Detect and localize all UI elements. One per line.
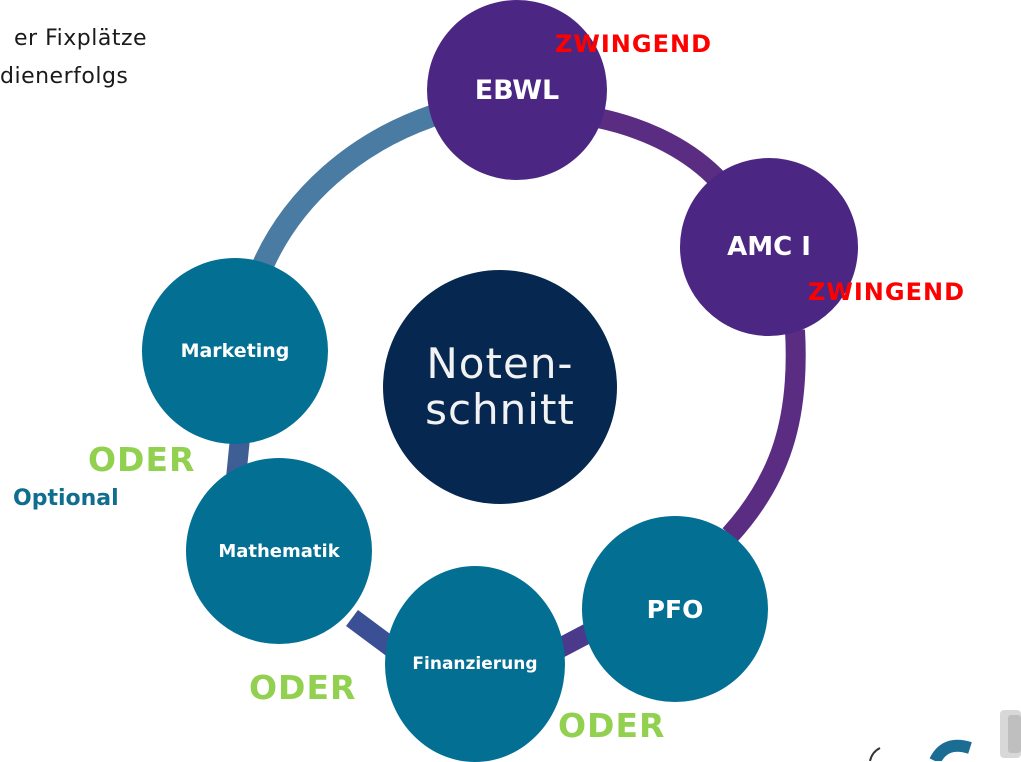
node-amc-i: AMC I [680,158,858,336]
node-mathematik-label: Mathematik [218,540,340,562]
tag-oder-mathematik-finanzierung: ODER [249,668,357,707]
node-ebwl-label: EBWL [474,74,560,106]
ring-arc-ebwl-to-marketing [252,105,436,270]
center-line-1: Noten- [426,339,574,388]
intro-line-2: dienerfolgs [0,64,129,89]
tag-zwingend-amc: ZWINGEND [808,278,965,306]
tag-optional: Optional [13,486,119,511]
node-ebwl: EBWL [427,0,607,180]
node-marketing-label: Marketing [180,340,290,362]
node-pfo-label: PFO [646,594,704,624]
node-marketing: Marketing [142,258,328,444]
center-line-2: schnitt [425,385,575,434]
tag-oder-marketing-mathematik: ODER [88,440,196,479]
node-finanzierung: Finanzierung [385,566,565,762]
node-finanzierung-label: Finanzierung [412,654,538,674]
intro-text: er Fixplätze dienerfolgs [0,20,147,96]
node-amc-i-label: AMC I [727,232,811,262]
center-node-notenschnitt: Noten- schnitt [383,270,617,504]
tag-zwingend-ebwl: ZWINGEND [555,30,712,58]
node-mathematik: Mathematik [186,458,372,644]
intro-line-1: er Fixplätze [14,26,148,51]
ring-arc-ebwl-to-amc [595,108,728,189]
corner-decoration [869,710,1021,761]
ring-arc-amc-to-pfo [722,329,806,542]
tag-oder-finanzierung-pfo: ODER [558,706,666,745]
node-pfo: PFO [582,516,768,702]
